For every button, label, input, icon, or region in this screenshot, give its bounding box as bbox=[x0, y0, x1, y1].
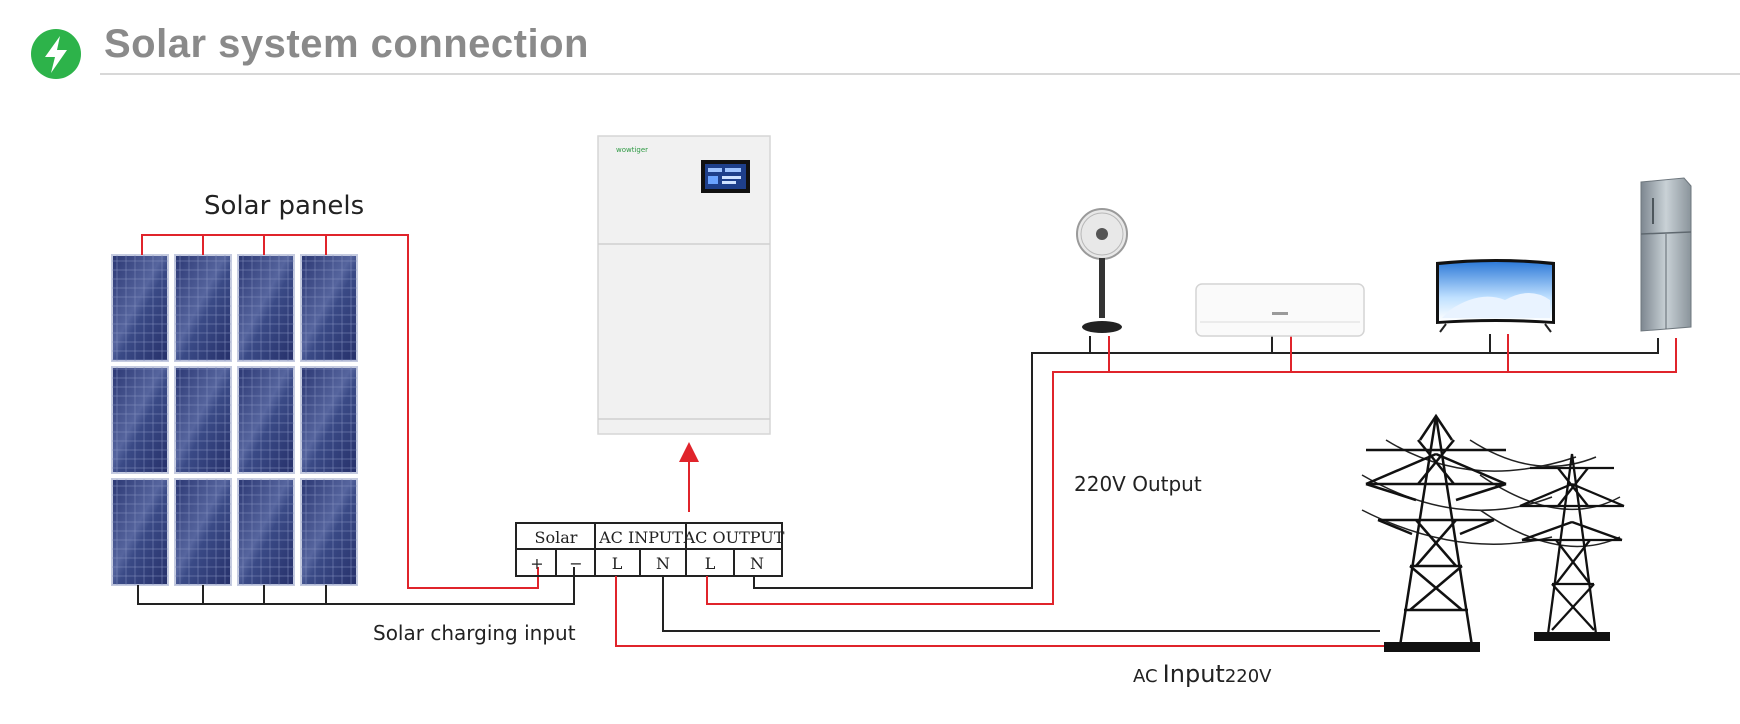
ac-input-neutral-wire bbox=[662, 576, 1380, 632]
solar-panel-array bbox=[111, 254, 358, 586]
ac-input-live-wire bbox=[615, 576, 1384, 647]
header-divider bbox=[100, 73, 1740, 75]
terminal-block bbox=[515, 522, 783, 577]
ac-input-prefix: AC bbox=[1133, 666, 1158, 687]
ac-input-label: AC Input220V bbox=[1133, 660, 1272, 688]
power-tower-icon bbox=[1365, 413, 1507, 648]
solar-positive-wire bbox=[141, 234, 539, 589]
terminal-ac-input-n: N bbox=[656, 554, 670, 573]
terminal-ac-input-l: L bbox=[612, 554, 623, 573]
terminal-header-solar: Solar bbox=[535, 528, 578, 547]
terminal-ac-output-l: L bbox=[705, 554, 716, 573]
inverter-brand: wowtiger bbox=[616, 146, 649, 154]
solar-panel-column bbox=[300, 254, 358, 586]
hybrid-inverter bbox=[597, 135, 771, 435]
ac-input-word: Input bbox=[1162, 660, 1225, 688]
solar-negative-wire bbox=[137, 567, 575, 605]
terminal-ac-output-n: N bbox=[750, 554, 764, 573]
arrow-up-icon bbox=[679, 442, 699, 512]
solar-panel-column bbox=[237, 254, 295, 586]
terminal-header-ac-output: AC OUTPUT bbox=[683, 528, 785, 547]
tower-base bbox=[1384, 642, 1480, 652]
terminal-solar-negative: − bbox=[569, 554, 582, 573]
lightning-bolt-icon bbox=[31, 29, 81, 79]
terminal-header-ac-input: AC INPUT bbox=[598, 528, 683, 547]
solar-charging-input-label: Solar charging input bbox=[373, 621, 576, 645]
television-icon bbox=[1436, 259, 1555, 333]
ac-output-neutral-wire bbox=[753, 334, 1659, 589]
page-title: Solar system connection bbox=[104, 22, 589, 66]
fan-icon bbox=[1076, 208, 1128, 333]
output-220v-label: 220V Output bbox=[1074, 472, 1202, 496]
tower-base bbox=[1534, 632, 1610, 641]
ac-output-live-wire bbox=[706, 334, 1677, 605]
air-conditioner-icon bbox=[1195, 283, 1365, 337]
refrigerator-icon bbox=[1640, 177, 1692, 332]
terminal-labels: Solar AC INPUT AC OUTPUT + − L N L N bbox=[530, 528, 784, 573]
terminal-solar-positive: + bbox=[530, 554, 543, 573]
ac-input-voltage: 220V bbox=[1224, 666, 1272, 687]
power-tower-icon bbox=[1519, 453, 1625, 636]
solar-panel-column bbox=[111, 254, 169, 586]
solar-panel-column bbox=[174, 254, 232, 586]
solar-panels-label: Solar panels bbox=[204, 191, 365, 221]
